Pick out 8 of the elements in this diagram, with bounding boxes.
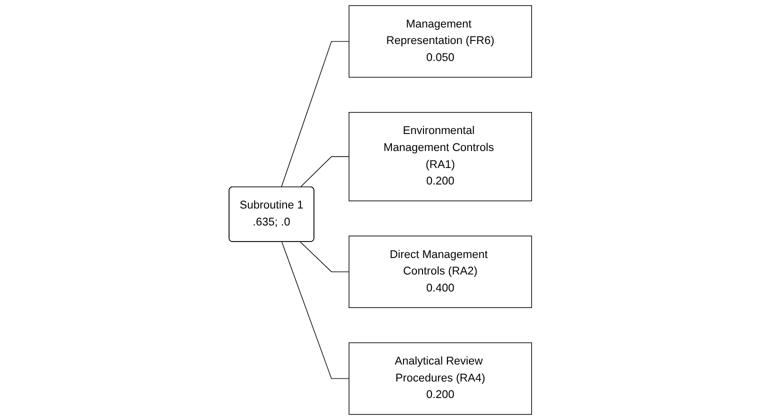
node-box: Management Representation (FR6) 0.050 (348, 5, 532, 78)
node-box: Analytical Review Procedures (RA4) 0.200 (348, 342, 532, 415)
connector (282, 242, 350, 379)
connector (281, 41, 350, 188)
node-box: Direct Management Controls (RA2) 0.400 (348, 236, 532, 308)
connector (300, 156, 350, 188)
node-box: Environmental Management Controls (RA1) 0.200 (348, 112, 532, 202)
connector (300, 242, 350, 272)
